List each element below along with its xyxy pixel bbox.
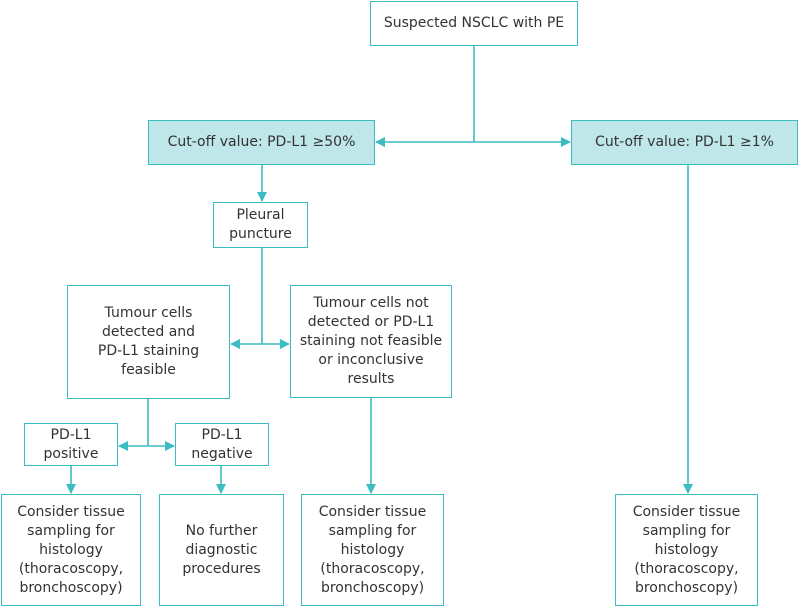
node-tissue-sampling-3: Consider tissue sampling for histology (… xyxy=(615,494,758,606)
node-no-further-procedures: No further diagnostic procedures xyxy=(159,494,284,606)
node-tumour-detected: Tumour cells detected and PD-L1 staining… xyxy=(67,285,230,399)
node-tissue-sampling-2: Consider tissue sampling for histology (… xyxy=(301,494,444,606)
node-pleural-puncture: Pleural puncture xyxy=(213,202,308,248)
node-cutoff-1: Cut-off value: PD-L1 ≥1% xyxy=(571,120,798,165)
node-start: Suspected NSCLC with PE xyxy=(370,1,578,46)
node-pdl1-positive: PD-L1 positive xyxy=(24,423,118,466)
node-cutoff-50: Cut-off value: PD-L1 ≥50% xyxy=(148,120,375,165)
node-tumour-not-detected: Tumour cells not detected or PD-L1 stain… xyxy=(290,285,452,398)
node-pdl1-negative: PD-L1 negative xyxy=(175,423,269,466)
node-tissue-sampling-1: Consider tissue sampling for histology (… xyxy=(1,494,141,606)
